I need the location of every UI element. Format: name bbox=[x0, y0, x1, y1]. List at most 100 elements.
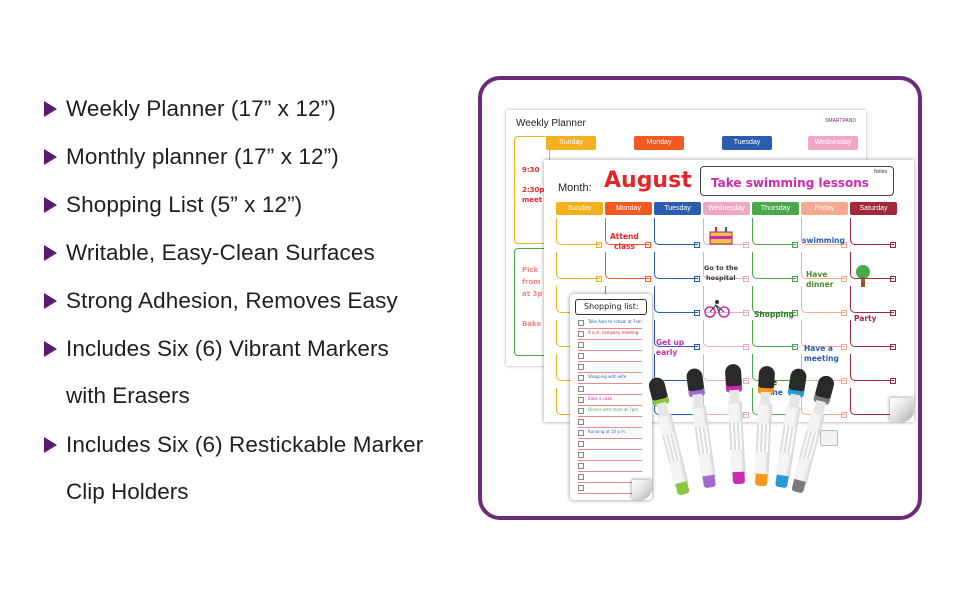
feature-item: Includes Six (6) Vibrant Markers bbox=[44, 334, 389, 364]
shopping-item-text: 9 a.m. company meeting bbox=[588, 330, 639, 335]
weekly-note: from bbox=[522, 278, 541, 286]
calendar-cell bbox=[752, 388, 796, 415]
calendar-cell bbox=[654, 252, 698, 279]
shopping-list-row: Running at 10 p.m. bbox=[578, 428, 642, 439]
calendar-cell bbox=[752, 286, 796, 313]
calendar-cell bbox=[654, 320, 698, 347]
calendar-cell bbox=[850, 286, 894, 313]
monthly-day-header: Wednesday bbox=[703, 202, 750, 215]
brand-logo: SMARTPAND bbox=[825, 118, 856, 124]
weekly-day-header: Sunday bbox=[546, 136, 596, 150]
feature-text: Monthly planner (17” x 12”) bbox=[66, 144, 339, 169]
checkbox-icon bbox=[578, 364, 584, 370]
checkbox-icon bbox=[578, 331, 584, 337]
calendar-date-box bbox=[694, 310, 700, 316]
calendar-cell bbox=[801, 286, 845, 313]
calendar-date-box bbox=[841, 412, 847, 418]
magnet-clip bbox=[820, 430, 838, 446]
weekly-title: Weekly Planner bbox=[516, 118, 586, 129]
checkbox-icon bbox=[578, 430, 584, 436]
calendar-date-box bbox=[743, 378, 749, 384]
shopping-list-row: Shopping with wife bbox=[578, 373, 642, 384]
calendar-date-box bbox=[792, 276, 798, 282]
shopping-item-text: Dinner with mom at 7pm bbox=[588, 407, 639, 412]
calendar-date-box bbox=[841, 310, 847, 316]
shopping-list-row bbox=[578, 340, 642, 351]
notes-label: Notes bbox=[873, 169, 887, 175]
shopping-list-row bbox=[578, 461, 642, 472]
calendar-entry: meeting bbox=[804, 354, 839, 363]
checkbox-icon bbox=[578, 419, 584, 425]
calendar-date-box bbox=[890, 378, 896, 384]
calendar-cell bbox=[703, 252, 747, 279]
shopping-list-row bbox=[578, 483, 642, 494]
feature-item: Shopping List (5” x 12”) bbox=[44, 190, 302, 220]
calendar-date-box bbox=[743, 412, 749, 418]
shopping-list-row bbox=[578, 351, 642, 362]
feature-text: Includes Six (6) Vibrant Markers bbox=[66, 336, 389, 361]
calendar-date-box bbox=[890, 242, 896, 248]
shopping-list-row: Bake a cake bbox=[578, 395, 642, 406]
calendar-entry: class bbox=[614, 242, 636, 251]
weekly-note: 9:30 bbox=[522, 166, 540, 174]
page-curl-icon bbox=[632, 480, 652, 500]
calendar-date-box bbox=[743, 276, 749, 282]
calendar-date-box bbox=[645, 242, 651, 248]
calendar-cell bbox=[850, 354, 894, 381]
notes-text: Take swimming lessons bbox=[711, 176, 869, 190]
feature-item: Monthly planner (17” x 12”) bbox=[44, 142, 339, 172]
weekly-day-header: Tuesday bbox=[722, 136, 772, 150]
calendar-date-box bbox=[792, 344, 798, 350]
calendar-cell bbox=[654, 354, 698, 381]
calendar-entry: swimming bbox=[802, 236, 845, 245]
feature-item: Includes Six (6) Restickable Marker bbox=[44, 430, 423, 460]
checkbox-icon bbox=[578, 320, 584, 326]
checkbox-icon bbox=[578, 408, 584, 414]
calendar-entry: early bbox=[656, 348, 678, 357]
calendar-cell bbox=[703, 388, 747, 415]
checkbox-icon bbox=[578, 375, 584, 381]
shopping-title-box: Shopping list: bbox=[575, 299, 647, 315]
birthday-cake-icon bbox=[709, 227, 733, 245]
checkbox-icon bbox=[578, 386, 584, 392]
shopping-list-row bbox=[578, 450, 642, 461]
calendar-entry: Have bbox=[806, 270, 828, 279]
calendar-date-box bbox=[596, 242, 602, 248]
calendar-date-box bbox=[890, 276, 896, 282]
calendar-entry: hospital bbox=[706, 274, 736, 282]
triangle-bullet-icon bbox=[44, 245, 57, 261]
checkbox-icon bbox=[578, 452, 584, 458]
shopping-item-text: Shopping with wife bbox=[588, 374, 627, 379]
shopping-list-row bbox=[578, 439, 642, 450]
feature-text: Includes Six (6) Restickable Marker bbox=[66, 432, 424, 457]
calendar-date-box bbox=[890, 310, 896, 316]
calendar-date-box bbox=[792, 242, 798, 248]
triangle-bullet-icon bbox=[44, 341, 57, 357]
calendar-cell bbox=[850, 218, 894, 245]
feature-text: Weekly Planner (17” x 12”) bbox=[66, 96, 336, 121]
feature-text: Writable, Easy-Clean Surfaces bbox=[66, 240, 375, 265]
calendar-cell bbox=[605, 252, 649, 279]
product-image: Weekly Planner SMARTPAND Sunday Monday T… bbox=[478, 76, 922, 520]
feature-text: Strong Adhesion, Removes Easy bbox=[66, 288, 398, 313]
weekly-note: Pick bbox=[522, 266, 539, 274]
calendar-cell bbox=[850, 388, 894, 415]
feature-item: Strong Adhesion, Removes Easy bbox=[44, 286, 398, 316]
monthly-day-header: Thursday bbox=[752, 202, 799, 215]
calendar-date-box bbox=[890, 344, 896, 350]
calendar-date-box bbox=[743, 242, 749, 248]
weekly-note: Bake bbox=[522, 320, 542, 328]
calendar-cell bbox=[752, 218, 796, 245]
checkbox-icon bbox=[578, 485, 584, 491]
calendar-entry: Attend bbox=[610, 232, 639, 241]
triangle-bullet-icon bbox=[44, 149, 57, 165]
calendar-date-box bbox=[841, 378, 847, 384]
shopping-list-row: 9 a.m. company meeting bbox=[578, 329, 642, 340]
weekly-note: at 3p bbox=[522, 290, 543, 298]
shopping-list-row: Dinner with mom at 7pm bbox=[578, 406, 642, 417]
calendar-cell bbox=[801, 218, 845, 245]
calendar-date-box bbox=[645, 276, 651, 282]
calendar-entry: Shopping bbox=[754, 310, 794, 319]
shopping-item-text: Running at 10 p.m. bbox=[588, 429, 627, 434]
checkbox-icon bbox=[578, 397, 584, 403]
